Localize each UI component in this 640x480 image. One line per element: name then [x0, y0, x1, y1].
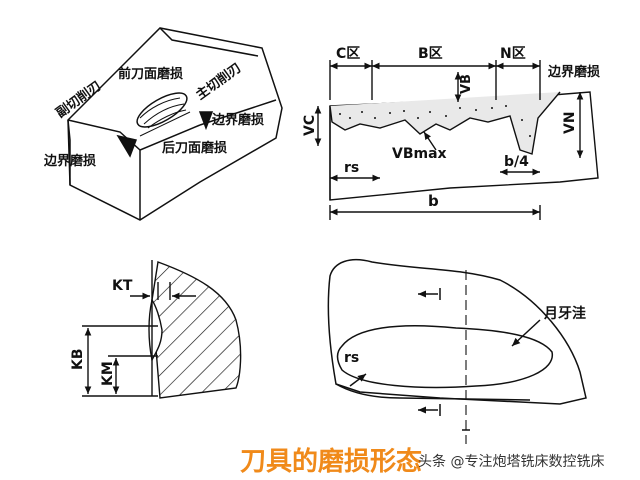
watermark-text: 头条 @专注炮塔铣床数控铣床	[418, 453, 604, 470]
flank-wear-view	[314, 60, 599, 220]
notch-wear-right-label: 边界磨损	[211, 112, 264, 128]
notch-wear-label: 边界磨损	[547, 64, 600, 80]
kb-label: KB	[70, 348, 86, 370]
insert-3d-view	[67, 27, 283, 221]
flank-wear-label: 后刀面磨损	[162, 140, 227, 156]
zone-b-label: B区	[418, 46, 443, 62]
vbmax-label: VBmax	[392, 146, 447, 162]
vn-label: VN	[562, 111, 578, 134]
flank-wear-stipple	[339, 105, 531, 137]
figure-title: 刀具的磨损形态	[240, 446, 422, 477]
crater-section-view	[82, 260, 242, 399]
vc-label: VC	[302, 115, 318, 136]
front-face-wear-label: 前刀面磨损	[118, 66, 183, 82]
km-label: KM	[100, 361, 116, 386]
b-quarter-label: b/4	[504, 154, 529, 170]
crater-top-view	[327, 258, 587, 444]
zone-n-label: N区	[500, 46, 526, 62]
rs-label: rs	[344, 160, 359, 176]
b-label: b	[428, 192, 439, 210]
kt-label: KT	[112, 278, 133, 294]
crater-rs-label: rs	[344, 350, 359, 366]
zone-c-label: C区	[336, 46, 360, 62]
vb-label: VB	[459, 74, 474, 94]
notch-wear-left-label: 边界磨损	[43, 153, 96, 169]
crater-label: 月牙洼	[543, 305, 586, 322]
